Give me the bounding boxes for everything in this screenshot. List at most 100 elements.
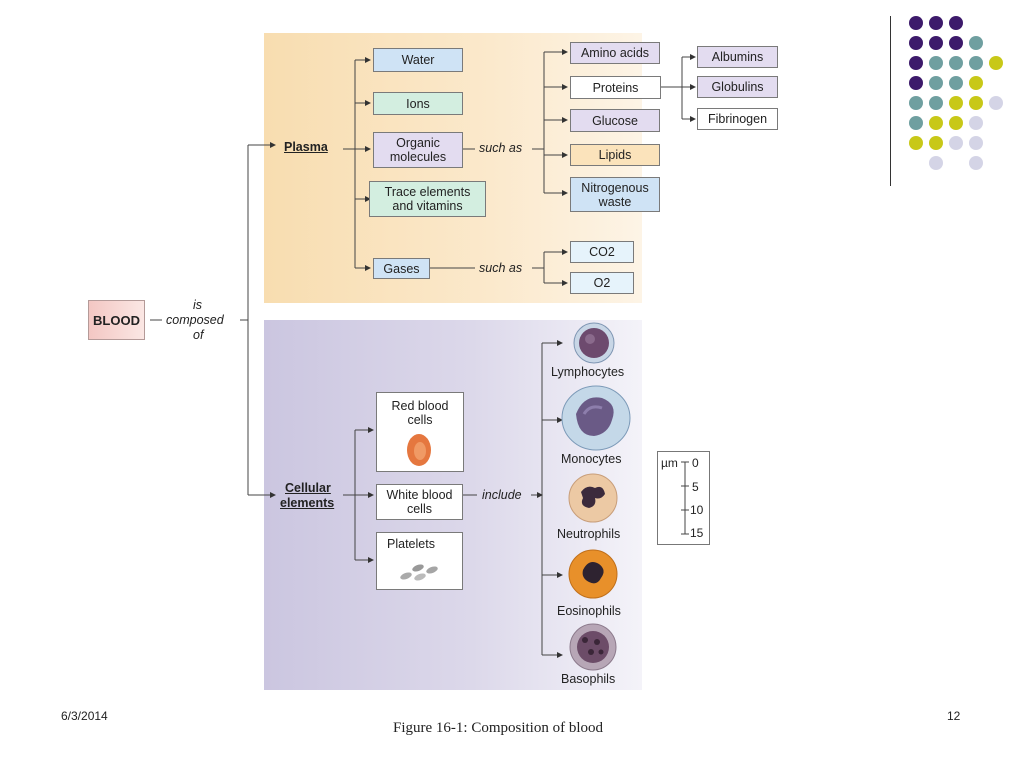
nitrogenous-waste-label: Nitrogenous waste <box>581 180 649 209</box>
neutrophils-label: Neutrophils <box>557 527 621 541</box>
lymphocytes-label: Lymphocytes <box>551 365 625 379</box>
dot <box>949 96 963 110</box>
decorative-dot-grid <box>905 10 1005 170</box>
dot <box>949 76 963 90</box>
trace-elements-label: Trace elements and vitamins <box>384 185 471 213</box>
lipids-box: Lipids <box>570 144 660 166</box>
dot <box>909 16 923 30</box>
ions-box: Ions <box>373 92 463 115</box>
dot <box>949 36 963 50</box>
monocytes-label: Monocytes <box>561 452 622 466</box>
composed-text-is: is <box>193 298 203 312</box>
neutrophil-image <box>568 473 618 523</box>
cellular-label-line1: Cellular <box>285 481 331 495</box>
dot <box>949 136 963 150</box>
gases-box: Gases <box>373 258 430 279</box>
dot <box>929 136 943 150</box>
albumins-label: Albumins <box>711 50 764 64</box>
dot <box>909 136 923 150</box>
composed-text-composed: composed <box>166 313 224 327</box>
dot <box>929 36 943 50</box>
gases-label: Gases <box>383 261 420 276</box>
amino-acids-box: Amino acids <box>570 42 660 64</box>
dot <box>929 156 943 170</box>
glucose-box: Glucose <box>570 109 660 132</box>
scale-tick-0: 0 <box>692 456 699 470</box>
dot <box>909 76 923 90</box>
dot <box>929 76 943 90</box>
monocyte-image <box>561 385 631 451</box>
cellular-label-line2: elements <box>280 496 335 510</box>
scale-unit: µm <box>661 456 678 470</box>
trace-elements-box: Trace elements and vitamins <box>369 181 486 217</box>
plasma-label: Plasma <box>284 140 328 154</box>
dot <box>929 16 943 30</box>
dot <box>949 116 963 130</box>
o2-label: O2 <box>593 276 611 290</box>
o2-box: O2 <box>570 272 634 294</box>
basophils-label: Basophils <box>561 672 616 686</box>
scale-tick-15: 15 <box>690 526 704 540</box>
platelets-image <box>400 564 438 581</box>
fibrinogen-label: Fibrinogen <box>707 112 768 126</box>
composed-text-of: of <box>193 328 204 342</box>
dot <box>969 156 983 170</box>
scale-box <box>657 451 710 545</box>
dot <box>929 56 943 70</box>
dot <box>969 136 983 150</box>
include-text: include <box>482 488 522 502</box>
water-box: Water <box>373 48 463 72</box>
amino-acids-label: Amino acids <box>580 46 650 60</box>
vertical-divider <box>890 16 891 186</box>
co2-box: CO2 <box>570 241 634 263</box>
dot <box>969 76 983 90</box>
proteins-label: Proteins <box>592 80 639 95</box>
white-blood-cells-box: White blood cells <box>376 484 463 520</box>
platelets-box: Platelets <box>376 532 463 590</box>
gases-such-as-text: such as <box>479 261 523 275</box>
globulins-box: Globulins <box>697 76 778 98</box>
blood-label: BLOOD <box>93 312 140 328</box>
figure-caption: Figure 16-1: Composition of blood <box>393 720 603 736</box>
ions-label: Ions <box>406 96 430 111</box>
scale-tick-10: 10 <box>690 503 704 517</box>
dot <box>969 96 983 110</box>
dot <box>989 56 1003 70</box>
fibrinogen-box: Fibrinogen <box>697 108 778 130</box>
dot <box>989 96 1003 110</box>
red-blood-cells-box: Red blood cells <box>376 392 464 472</box>
platelets-label: Platelets <box>387 537 435 551</box>
lipids-label: Lipids <box>598 148 632 162</box>
nitrogenous-waste-box: Nitrogenous waste <box>570 177 660 212</box>
organic-molecules-box: Organic molecules <box>373 132 463 168</box>
scale-tick-5: 5 <box>692 480 699 494</box>
glucose-label: Glucose <box>592 113 638 128</box>
dot <box>909 116 923 130</box>
dot <box>909 36 923 50</box>
dot <box>949 16 963 30</box>
red-blood-cell-image <box>407 434 431 466</box>
slide-number: 12 <box>947 709 961 723</box>
globulins-label: Globulins <box>711 80 764 94</box>
blood-box: BLOOD <box>88 300 145 340</box>
water-label: Water <box>401 53 435 67</box>
albumins-box: Albumins <box>697 46 778 68</box>
basophil-image <box>569 623 617 671</box>
dot <box>969 56 983 70</box>
organic-molecules-label: Organic molecules <box>389 136 447 164</box>
eosinophil-image <box>568 549 618 599</box>
proteins-box: Proteins <box>570 76 661 99</box>
red-blood-cells-label: Red blood cells <box>391 399 449 427</box>
dot <box>929 96 943 110</box>
scale-ruler <box>681 461 689 535</box>
co2-label: CO2 <box>589 245 615 259</box>
lymphocyte-image <box>573 322 615 364</box>
such-as-text: such as <box>479 141 523 155</box>
dot <box>969 36 983 50</box>
dot <box>949 56 963 70</box>
dot <box>929 116 943 130</box>
dot <box>909 56 923 70</box>
white-blood-cells-label: White blood cells <box>386 488 453 516</box>
dot <box>969 116 983 130</box>
eosinophils-label: Eosinophils <box>557 604 621 618</box>
